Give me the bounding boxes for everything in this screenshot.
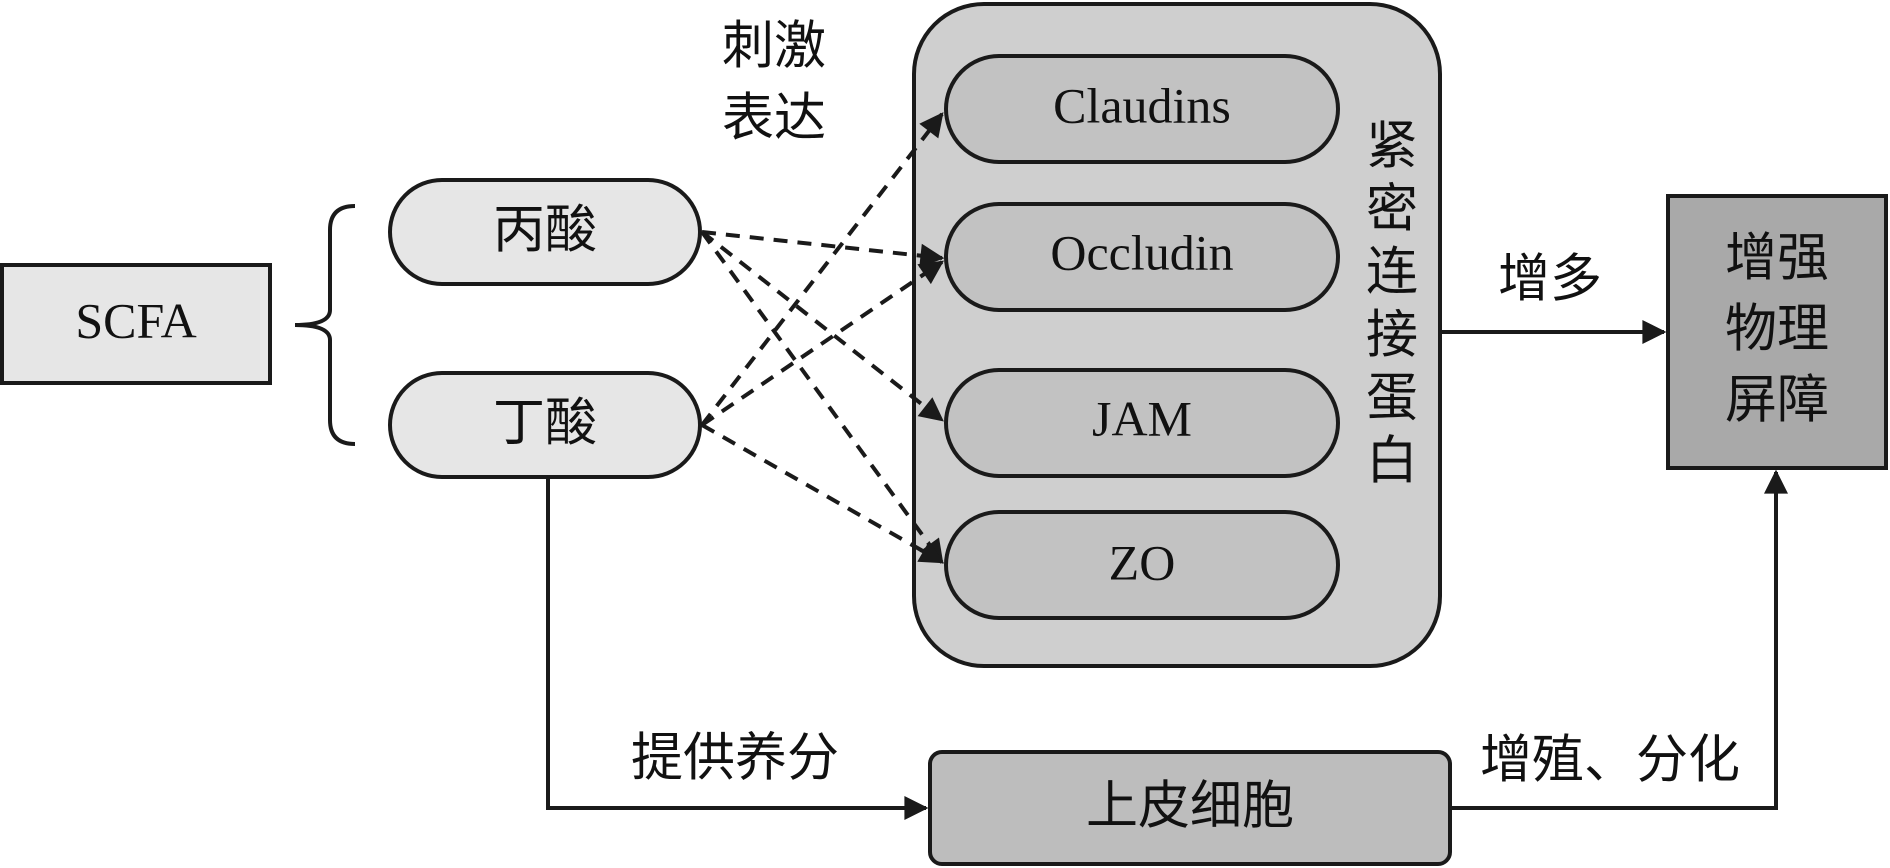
epithelium-label: 上皮细胞 xyxy=(1086,777,1294,837)
tight-junction-label: 紧 密 连 接 蛋 白 xyxy=(1366,117,1418,492)
jam-node xyxy=(944,368,1340,478)
edge-propionate-jam xyxy=(700,230,944,422)
increase-label: 增多 xyxy=(1498,250,1602,310)
barrier-node xyxy=(1666,194,1888,470)
edge-propionate-zo xyxy=(700,230,944,564)
scfa-node xyxy=(0,263,272,385)
stimulate-label-line: 刺激 xyxy=(722,17,826,77)
occludin-node xyxy=(944,202,1340,312)
occludin-label: Occludin xyxy=(1050,224,1233,280)
butyrate-node xyxy=(388,371,702,479)
tight-junction-char: 连 xyxy=(1366,243,1418,303)
claudins-node xyxy=(944,54,1340,164)
tight-junction-char: 蛋 xyxy=(1366,369,1418,429)
stimulate-edges xyxy=(700,112,945,564)
edge-butyrate-claudins xyxy=(700,112,944,427)
nourish-label: 提供养分 xyxy=(631,729,839,789)
tight-junction-char: 接 xyxy=(1366,306,1418,366)
proliferate-label: 增殖、分化 xyxy=(1480,731,1740,791)
edge-butyrate-epithelium xyxy=(546,477,929,820)
edge-butyrate-occludin xyxy=(700,260,944,427)
barrier-label-line: 屏障 xyxy=(1725,371,1829,431)
tight-junction-container xyxy=(912,2,1442,668)
barrier-label-line: 物理 xyxy=(1725,300,1829,360)
zo-node xyxy=(944,510,1340,620)
jam-label: JAM xyxy=(1092,390,1192,446)
edge-epithelium-barrier xyxy=(1450,469,1788,810)
propionate-label: 丙酸 xyxy=(493,201,597,261)
edge-butyrate-zo xyxy=(701,423,945,564)
butyrate-label: 丁酸 xyxy=(493,394,597,454)
tight-junction-char: 密 xyxy=(1366,180,1418,240)
tight-junction-char: 紧 xyxy=(1366,117,1418,177)
scfa-label: SCFA xyxy=(75,292,196,348)
edge-propionate-occludin xyxy=(701,230,945,268)
barrier-label-line: 增强 xyxy=(1725,229,1829,289)
tight-junction-char: 白 xyxy=(1366,432,1418,492)
brace-connector xyxy=(294,204,356,446)
propionate-node xyxy=(388,178,702,286)
zo-label: ZO xyxy=(1109,534,1176,590)
stimulate-label-line: 表达 xyxy=(722,89,826,149)
claudins-label: Claudins xyxy=(1053,77,1231,133)
